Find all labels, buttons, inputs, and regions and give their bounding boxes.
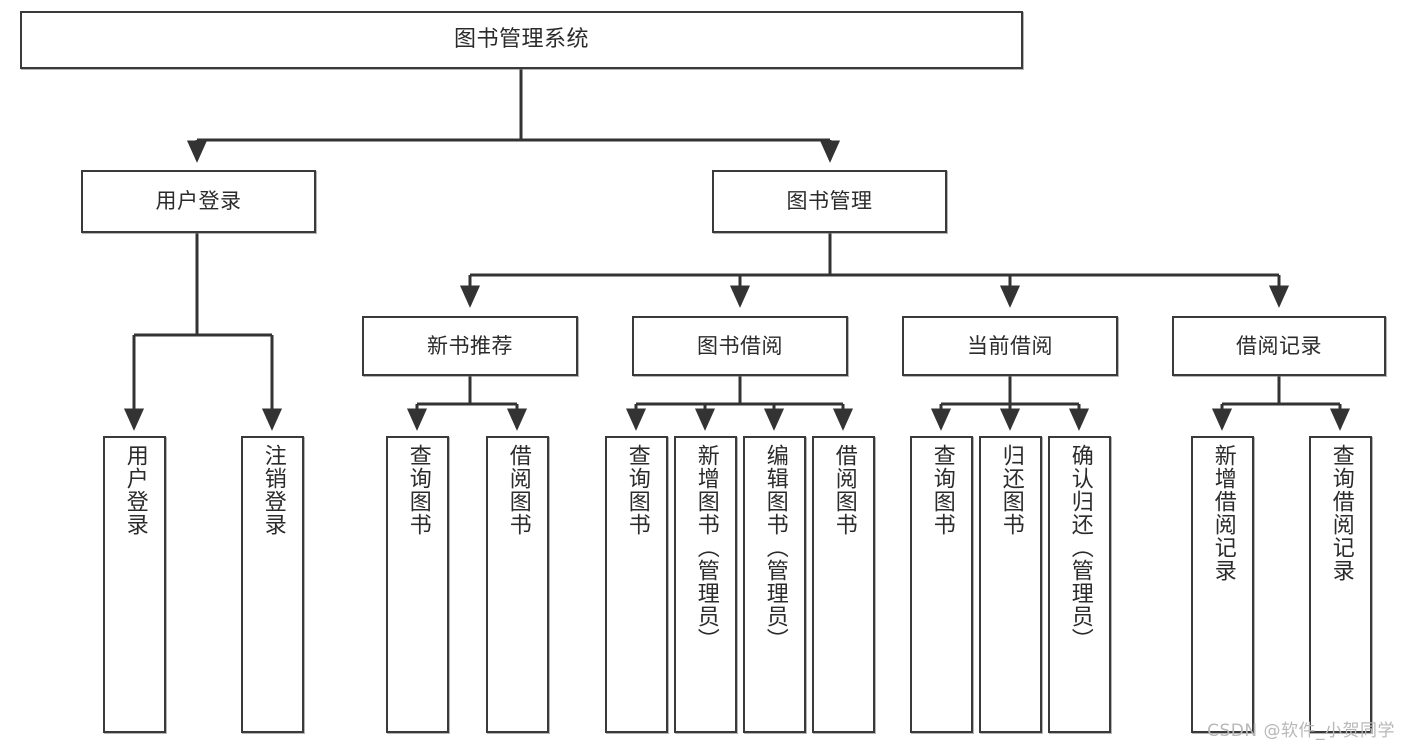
node-label: 新增借阅记录 bbox=[1210, 444, 1236, 582]
leaf-add-record[interactable]: 新增借阅记录 bbox=[1191, 436, 1254, 733]
leaf-borrow-book-2[interactable]: 借阅图书 bbox=[812, 436, 875, 733]
node-label: 新增图书（管理员） bbox=[693, 444, 719, 651]
leaf-borrow-book-1[interactable]: 借阅图书 bbox=[486, 436, 549, 733]
node-label: 归还图书 bbox=[998, 444, 1024, 536]
node-borrow-record[interactable]: 借阅记录 bbox=[1172, 316, 1386, 376]
node-label: 查询图书 bbox=[929, 444, 955, 536]
node-label: 借阅图书 bbox=[505, 444, 531, 536]
leaf-return-book[interactable]: 归还图书 bbox=[979, 436, 1042, 733]
node-label: 用户登录 bbox=[122, 444, 148, 536]
leaf-user-login[interactable]: 用户登录 bbox=[103, 436, 166, 733]
node-label: 查询借阅记录 bbox=[1328, 444, 1354, 582]
leaf-query-book-1[interactable]: 查询图书 bbox=[386, 436, 449, 733]
node-label: 新书推荐 bbox=[427, 333, 513, 358]
leaf-add-book[interactable]: 新增图书（管理员） bbox=[674, 436, 737, 733]
node-book-manage[interactable]: 图书管理 bbox=[712, 170, 947, 233]
node-new-book-rec[interactable]: 新书推荐 bbox=[362, 316, 578, 376]
node-current-borrow[interactable]: 当前借阅 bbox=[902, 316, 1118, 376]
leaf-confirm-return[interactable]: 确认归还（管理员） bbox=[1048, 436, 1111, 733]
node-book-borrow[interactable]: 图书借阅 bbox=[632, 316, 848, 376]
node-label: 当前借阅 bbox=[967, 333, 1053, 358]
node-label: 查询图书 bbox=[405, 444, 431, 536]
node-label: 编辑图书（管理员） bbox=[762, 444, 788, 651]
leaf-query-book-3[interactable]: 查询图书 bbox=[910, 436, 973, 733]
leaf-query-record[interactable]: 查询借阅记录 bbox=[1309, 436, 1372, 733]
node-label: 借阅记录 bbox=[1236, 333, 1322, 358]
node-label: 查询图书 bbox=[624, 444, 650, 536]
node-label: 用户登录 bbox=[155, 189, 242, 214]
leaf-query-book-2[interactable]: 查询图书 bbox=[605, 436, 668, 733]
csdn-watermark: CSDN @软件_小贺同学 bbox=[1207, 721, 1395, 741]
node-label: 图书管理 bbox=[786, 189, 873, 214]
node-label: 借阅图书 bbox=[831, 444, 857, 536]
leaf-edit-book[interactable]: 编辑图书（管理员） bbox=[743, 436, 806, 733]
node-user-login[interactable]: 用户登录 bbox=[81, 170, 316, 233]
node-label: 确认归还（管理员） bbox=[1067, 444, 1093, 651]
node-label: 图书借阅 bbox=[697, 333, 783, 358]
node-label: 图书管理系统 bbox=[453, 27, 589, 53]
node-root-system[interactable]: 图书管理系统 bbox=[20, 11, 1023, 69]
node-label: 注销登录 bbox=[260, 444, 286, 536]
leaf-logout[interactable]: 注销登录 bbox=[241, 436, 304, 733]
